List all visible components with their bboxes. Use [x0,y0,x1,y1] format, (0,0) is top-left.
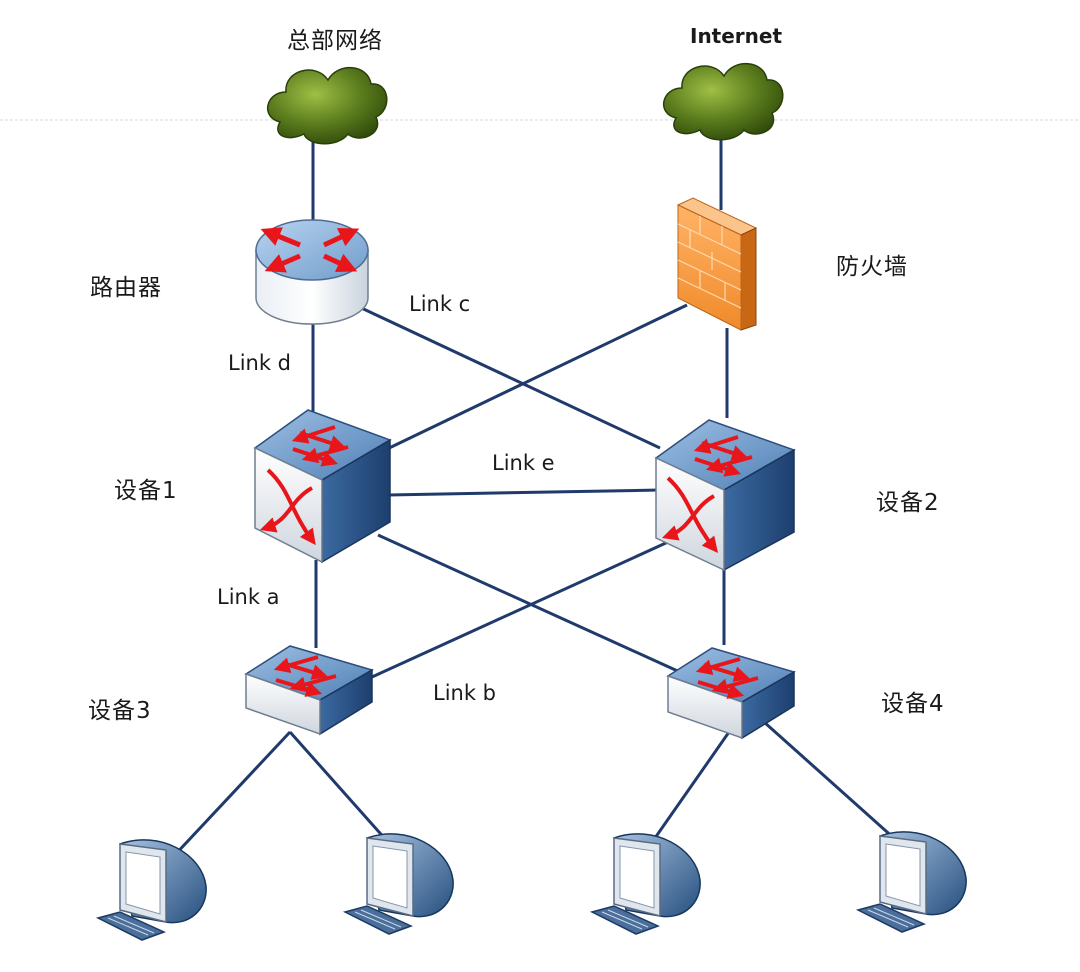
router-icon [255,219,369,325]
link-a-label: Link a [217,585,280,609]
link-firewall-device1 [384,303,688,452]
link-e-label: Link e [492,451,555,475]
link-b [371,540,669,679]
layer3-switch-icon [654,419,796,572]
device4-label: 设备4 [881,691,945,717]
computer-icon [855,831,967,933]
link-device4-pc4 [763,720,906,850]
device1-label: 设备1 [114,478,178,504]
computer-icon [589,833,701,935]
link-e [387,488,661,497]
device2-label: 设备2 [876,490,940,516]
cloud-icon [266,66,388,145]
firewall-label: 防火墙 [836,254,908,280]
link-b-label: Link b [433,681,497,705]
router-label: 路由器 [90,275,162,301]
firewall-icon [676,197,758,331]
hq-network-label: 总部网络 [287,28,383,54]
computer-icon [342,833,454,935]
link-device3-pc2 [288,731,397,851]
link-d-label: Link d [228,351,292,375]
internet-label: Internet [690,24,783,48]
switch-icon [666,647,796,740]
link-device3-pc1 [170,730,292,860]
link-c-label: Link c [409,292,471,316]
device3-label: 设备3 [88,698,152,724]
cloud-icon [662,62,784,141]
link-c [354,303,661,450]
layer3-switch-icon [253,409,392,564]
switch-icon [244,645,374,736]
links [170,125,906,860]
computer-icon [95,839,207,941]
link-device4-pc3 [646,721,738,849]
